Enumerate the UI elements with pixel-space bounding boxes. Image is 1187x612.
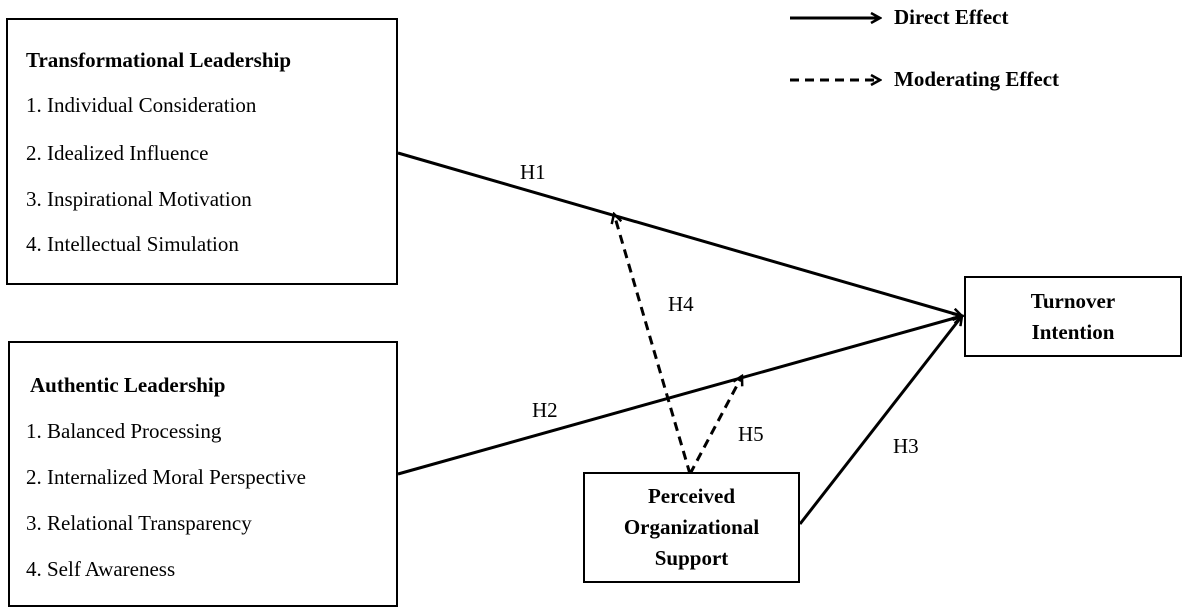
pos-line-1: Perceived (647, 484, 736, 508)
turnover-line-2: Intention (1031, 319, 1115, 344)
legend-moderating-label: Moderating Effect (894, 67, 1060, 91)
h1-label: H1 (520, 160, 546, 184)
transformational-item-2: 2. Idealized Influence (26, 141, 209, 165)
h2-arrow (397, 316, 962, 476)
h3-label: H3 (893, 434, 919, 458)
authentic-leadership-box: Authentic Leadership 1. Balanced Process… (8, 341, 398, 607)
authentic-item-1: 1. Balanced Processing (26, 419, 222, 443)
transformational-item-1: 1. Individual Consideration (26, 93, 257, 117)
pos-line-3: Support (654, 546, 729, 570)
transformational-leadership-title: Transformational Leadership (26, 48, 292, 72)
pos-line-2: Organizational (623, 515, 760, 539)
authentic-item-2: 2. Internalized Moral Perspective (26, 465, 306, 489)
authentic-leadership-title: Authentic Leadership (30, 373, 226, 397)
h4-label: H4 (668, 292, 694, 316)
h1-arrow (397, 151, 962, 316)
h2-label: H2 (532, 398, 558, 422)
perceived-organizational-support-box: Perceived Organizational Support (583, 472, 800, 583)
h4-arrow (614, 214, 692, 475)
authentic-item-3: 3. Relational Transparency (26, 511, 252, 535)
h5-arrow (688, 376, 742, 475)
h5-label: H5 (738, 422, 764, 446)
turnover-line-1: Turnover (1030, 288, 1116, 313)
transformational-leadership-box: Transformational Leadership 1. Individua… (6, 18, 398, 285)
authentic-item-4: 4. Self Awareness (26, 557, 176, 581)
h3-arrow (798, 316, 962, 525)
turnover-intention-box: Turnover Intention (964, 276, 1182, 357)
legend-direct-label: Direct Effect (894, 5, 1009, 29)
transformational-item-3: 3. Inspirational Motivation (26, 187, 252, 211)
transformational-item-4: 4. Intellectual Simulation (26, 232, 239, 256)
